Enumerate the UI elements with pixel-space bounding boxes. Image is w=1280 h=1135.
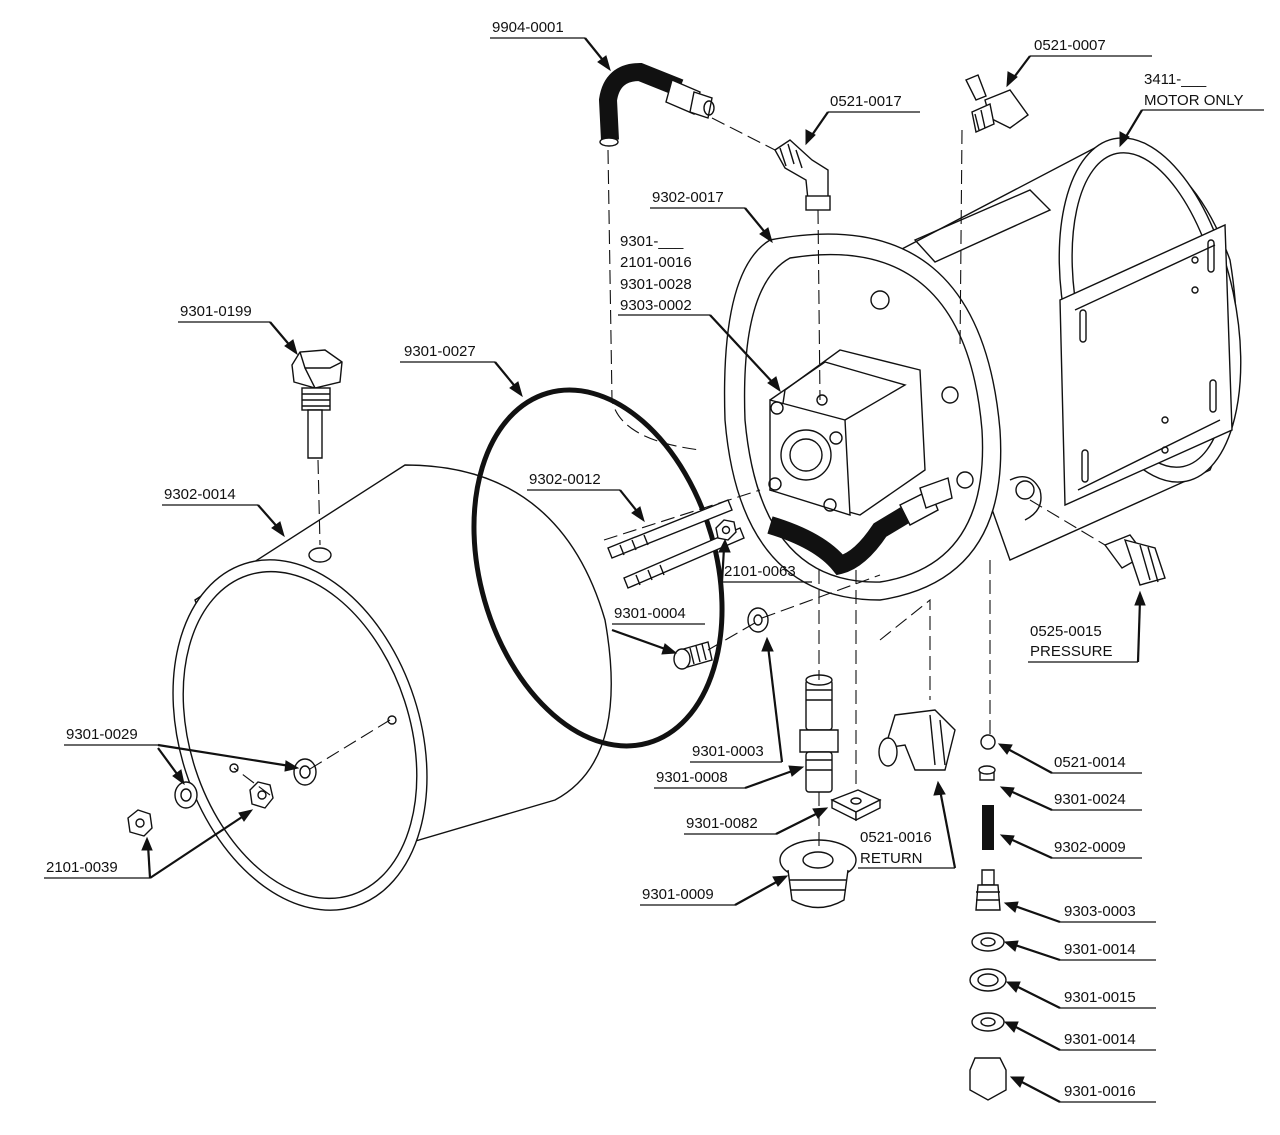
label-9301-0024: 9301-0024 [1054,791,1126,808]
label-9302-0012: 9302-0012 [529,471,601,488]
relief-valve-stack [969,734,1007,1101]
pump-hose [767,477,953,576]
label-0521-0016: 0521-0016 [860,829,932,846]
label-9303-0002: 9303-0002 [620,297,692,314]
hose-9904-0001 [598,62,715,147]
assembly-centerlines [233,117,1106,852]
label-9301-0027: 9301-0027 [404,343,476,360]
label-9301-blank: 9301-___ [620,233,684,250]
breather-plug [291,349,343,459]
filter-9301-0082 [830,789,882,822]
o-ring [471,387,725,749]
label-9301-0003: 9301-0003 [692,743,764,760]
elbow-0521-0017 [774,139,831,211]
label-motor-only: MOTOR ONLY [1144,92,1243,109]
leader-lines [44,37,1264,1103]
label-2101-0016: 2101-0016 [620,254,692,271]
label-9301-0029: 9301-0029 [66,726,138,743]
reservoir-hardware [127,758,317,837]
label-0521-0017: 0521-0017 [830,93,902,110]
label-0525-0015: 0525-0015 [1030,623,1102,640]
label-9301-0199: 9301-0199 [180,303,252,320]
label-3411: 3411-___ [1144,71,1207,88]
drain-plug-9301-0009 [779,839,857,909]
label-pressure: PRESSURE [1030,643,1113,660]
pressure-fitting [1103,534,1166,586]
label-9301-0015: 9301-0015 [1064,989,1136,1006]
label-2101-0063: 2101-0063 [724,563,796,580]
label-9301-0016: 9301-0016 [1064,1083,1136,1100]
label-9301-0008: 9301-0008 [656,769,728,786]
label-9301-0028: 9301-0028 [620,276,692,293]
label-9302-0017: 9302-0017 [652,189,724,206]
screw-9301-0004 [673,641,713,670]
label-0521-0014: 0521-0014 [1054,754,1126,771]
label-9301-0014-upper: 9301-0014 [1064,941,1136,958]
label-9301-0009: 9301-0009 [642,886,714,903]
label-0521-0007: 0521-0007 [1034,37,1106,54]
label-9301-0082: 9301-0082 [686,815,758,832]
label-9302-0014: 9302-0014 [164,486,236,503]
label-9301-0004: 9301-0004 [614,605,686,622]
nut-2101-0063 [715,519,737,541]
label-return: RETURN [860,850,923,867]
pickup-tube [799,674,839,793]
tie-rods [607,499,745,589]
tee-0521-0007 [965,74,1029,133]
label-9301-0014-lower: 9301-0014 [1064,1031,1136,1048]
washer-9301-0003 [747,607,769,633]
label-9303-0003: 9303-0003 [1064,903,1136,920]
label-9302-0009: 9302-0009 [1054,839,1126,856]
elbow-0521-0016 [878,709,956,771]
pump [768,349,926,516]
label-2101-0039: 2101-0039 [46,859,118,876]
part-labels: 9904-0001 0521-0007 0521-0017 3411-___ M… [46,19,1243,1100]
label-9904-0001: 9904-0001 [492,19,564,36]
